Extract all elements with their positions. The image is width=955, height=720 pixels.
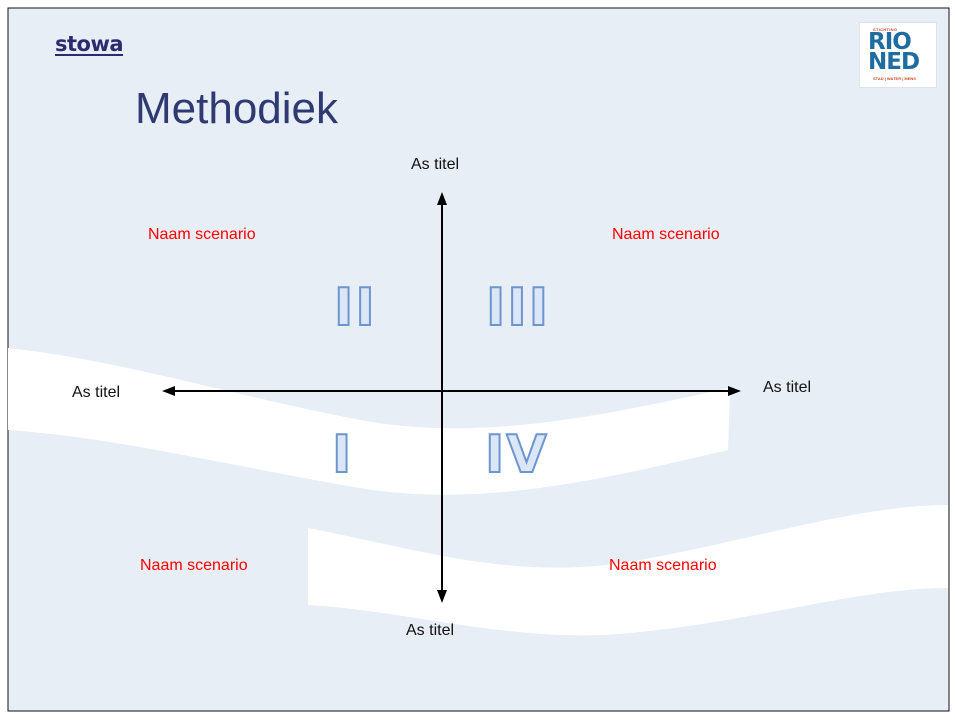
rioned-logo: STICHTING RIO NED STAD | WATER | MENS xyxy=(859,22,937,88)
quadrant-label-iv: IV xyxy=(484,424,549,486)
scenario-bottom-right: Naam scenario xyxy=(609,557,717,574)
axis-label-left: As titel xyxy=(72,384,121,401)
horizontal-axis-arrow-right xyxy=(728,386,741,396)
vertical-axis-arrow-down xyxy=(437,590,447,603)
axis-label-right: As titel xyxy=(763,379,812,396)
rioned-logo-small-text: STICHTING xyxy=(873,27,898,32)
scenario-top-left: Naam scenario xyxy=(148,226,256,243)
scenario-bottom-left: Naam scenario xyxy=(140,557,248,574)
axis-label-bottom: As titel xyxy=(406,622,455,639)
quadrant-label-iii: III xyxy=(485,277,551,339)
vertical-axis-arrow-up xyxy=(437,192,447,205)
horizontal-axis-arrow-left xyxy=(162,386,175,396)
rioned-logo-footer: STAD | WATER | MENS xyxy=(873,76,916,81)
rioned-logo-line2: NED xyxy=(868,49,920,75)
quadrant-label-ii: II xyxy=(333,277,377,339)
quadrant-label-i: I xyxy=(331,424,354,486)
axis-label-top: As titel xyxy=(411,156,460,173)
scenario-top-right: Naam scenario xyxy=(612,226,720,243)
wave-band-upper xyxy=(8,348,730,495)
rioned-logo-line1: RIO xyxy=(868,29,912,55)
stowa-logo: stowa xyxy=(55,32,124,56)
wave-band-lower xyxy=(308,505,948,636)
slide-title: Methodiek xyxy=(135,84,339,133)
